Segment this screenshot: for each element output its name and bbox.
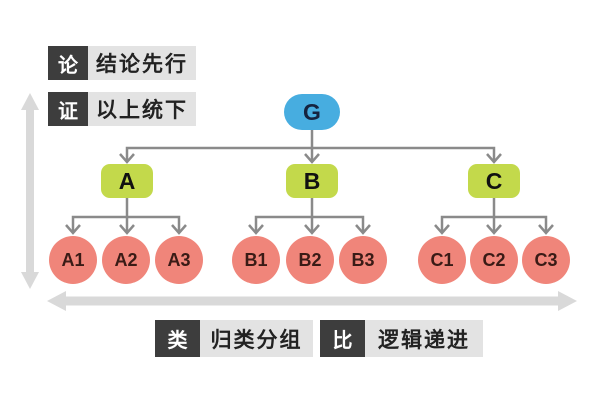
leaf-node-b2: B2	[286, 236, 334, 284]
legend-item-lei: 类 归类分组	[155, 320, 313, 357]
leaf-node-c1: C1	[418, 236, 466, 284]
leaf-node-c2: C2	[470, 236, 518, 284]
legend-tag-zheng: 证	[48, 92, 88, 126]
leaf-node-a2: A2	[102, 236, 150, 284]
legend-item-bi: 比 逻辑递进	[320, 320, 483, 357]
horizontal-double-arrow	[47, 291, 577, 311]
branch-node-b: B	[286, 164, 338, 198]
branch-node-a: A	[101, 164, 153, 198]
legend-tag-bi: 比	[320, 320, 365, 357]
leaf-node-c3: C3	[522, 236, 570, 284]
legend-text-group-by-category: 归类分组	[200, 320, 313, 357]
root-node-g: G	[284, 94, 340, 130]
leaf-node-a3: A3	[155, 236, 203, 284]
legend-tag-lun: 论	[48, 46, 88, 80]
leaf-node-b1: B1	[232, 236, 280, 284]
vertical-double-arrow	[21, 93, 39, 289]
legend-item-lun: 论 结论先行	[48, 46, 196, 80]
legend-item-zheng: 证 以上统下	[48, 92, 196, 126]
legend-text-logical-progression: 逻辑递进	[365, 320, 483, 357]
legend-text-conclusion-first: 结论先行	[88, 46, 196, 80]
leaf-node-a1: A1	[49, 236, 97, 284]
legend-tag-lei: 类	[155, 320, 200, 357]
leaf-node-b3: B3	[339, 236, 387, 284]
branch-node-c: C	[468, 164, 520, 198]
legend-text-top-governs-bottom: 以上统下	[88, 92, 196, 126]
